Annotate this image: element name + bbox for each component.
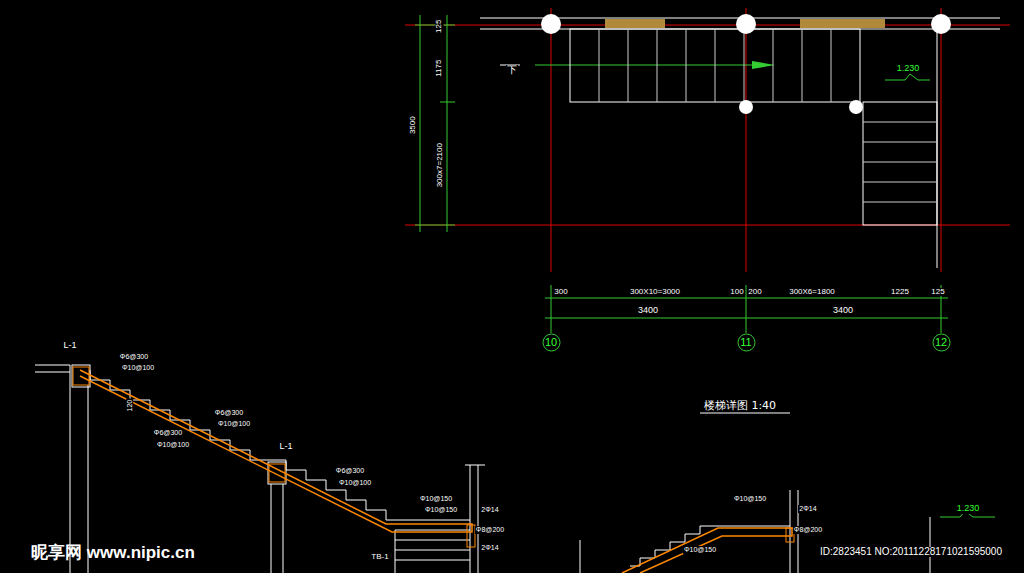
dimension: 3400 — [637, 306, 659, 315]
dimension: 100 — [729, 288, 744, 296]
rebar-note: 2Φ14 — [480, 544, 499, 551]
rebar-note: 2Φ14 — [480, 506, 499, 513]
rebar-note: Φ6@300 — [214, 409, 244, 416]
beam-tag: L-1 — [62, 341, 77, 350]
drawing-title: 楼梯详图 1:40 — [703, 400, 777, 412]
rebar-note: 2Φ14 — [798, 505, 817, 512]
dimension: 3500 — [409, 115, 417, 135]
axis-circle: 12 — [932, 333, 951, 352]
watermark: 昵享网 www.nipic.cn — [30, 544, 196, 562]
rebar-note: Φ10@150 — [419, 495, 453, 502]
dimension: 3400 — [832, 306, 854, 315]
beam-tag: L-1 — [278, 442, 293, 451]
rebar-note: Φ10@150 — [683, 546, 717, 553]
dimension: 300x7=2100 — [436, 142, 444, 188]
dimension: 300 — [553, 288, 568, 296]
dimension: 1175 — [436, 58, 444, 77]
elevation-mark: 1.230 — [956, 504, 981, 513]
slab-tag: TB-1 — [370, 553, 389, 561]
rebar-note: Φ10@150 — [424, 506, 458, 513]
axis-circle: 11 — [737, 333, 756, 352]
dimension: 300X6=1800 — [788, 288, 836, 296]
rebar-note: Φ8@200 — [793, 526, 823, 533]
rebar-note: Φ6@300 — [335, 467, 365, 474]
rebar-note: Φ10@100 — [217, 420, 251, 427]
rebar-note: Φ10@100 — [338, 479, 372, 486]
dimension: 125 — [930, 288, 945, 296]
dimension: 125 — [436, 18, 444, 33]
dimension: 300X10=3000 — [629, 288, 681, 296]
rebar-note: Φ6@300 — [119, 353, 149, 360]
dimension: 1225 — [890, 288, 910, 296]
axis-number: 10 — [545, 336, 557, 348]
rebar-note: Φ8@200 — [475, 526, 505, 533]
axis-number: 11 — [740, 336, 751, 348]
rebar-note: Φ6@300 — [153, 429, 183, 436]
dimension: 200 — [747, 288, 762, 296]
watermark: ID:2823451 NO:20111228171021595000 — [819, 547, 1003, 558]
dimension: 120 — [126, 399, 133, 413]
rebar-note: Φ10@100 — [156, 441, 190, 448]
rebar-note: Φ10@100 — [121, 364, 155, 371]
axis-circle: 10 — [542, 333, 561, 352]
axis-number: 12 — [935, 336, 947, 348]
rebar-note: Φ10@150 — [733, 495, 767, 502]
stair-direction: 下 — [506, 65, 518, 76]
elevation-mark: 1.230 — [896, 64, 921, 73]
